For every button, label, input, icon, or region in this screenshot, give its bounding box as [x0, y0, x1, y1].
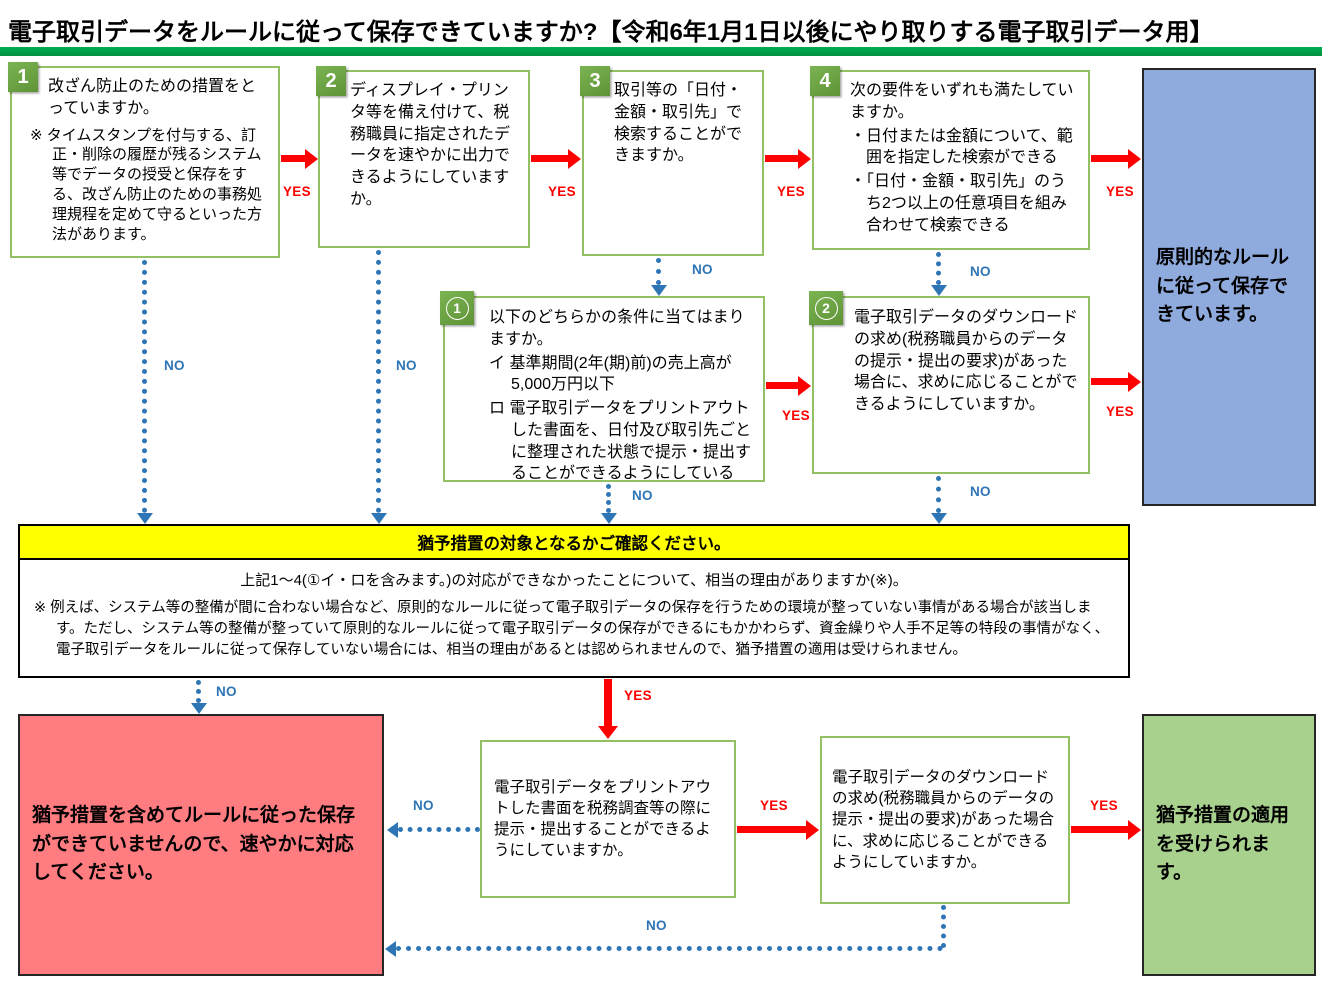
sub2-box: 電子取引データのダウンロードの求め(税務職員からのデータの提示・提出の要求)があ… — [812, 296, 1090, 474]
sub1-number: 1 — [445, 296, 469, 320]
step1-box: 改ざん防止のための措置をとっていますか。 ※ タイムスタンプを付与する、訂正・削… — [10, 66, 280, 258]
sub1-question: 以下のどちらかの条件に当てはまりますか。 — [489, 309, 745, 348]
grace-banner-text: 猶予措置の対象となるかご確認ください。 — [417, 535, 731, 553]
arrow-step3-to-step4 — [765, 155, 799, 162]
sub2-question: 電子取引データのダウンロードの求め(税務職員からのデータの提示・提出の要求)があ… — [854, 309, 1079, 413]
no-label-sub2: NO — [970, 484, 991, 499]
step4-bullet-2: ・「日付・金額・取引先」のうち2つ以上の任意項目を組み合わせて検索できる — [850, 173, 1067, 234]
no-label-step3: NO — [692, 262, 713, 277]
arrow-sub2-no-to-banner — [931, 476, 947, 524]
step2-number: 2 — [325, 69, 337, 92]
yes-label-reason: YES — [624, 688, 652, 703]
sub1-number-badge: 1 — [440, 291, 474, 325]
no-label-sub1: NO — [632, 488, 653, 503]
no-label-download: NO — [646, 918, 667, 933]
step4-number: 4 — [819, 69, 831, 92]
step1-question: 改ざん防止のための措置をとっていますか。 — [48, 78, 257, 117]
yes-label-print: YES — [760, 798, 788, 813]
yes-label-step4: YES — [1106, 184, 1134, 199]
page-title: 電子取引データをルールに従って保存できていますか?【令和6年1月1日以後にやり取… — [8, 19, 1214, 46]
arrow-print-yes-to-download — [737, 826, 807, 833]
step3-question: 取引等の「日付・金額・取引先」で検索することができますか。 — [614, 82, 743, 165]
arrow-step4-no-to-sub2 — [931, 252, 947, 296]
step1-note: ※ タイムスタンプを付与する、訂正・削除の履歴が残るシステム等でデータの授受と保… — [30, 126, 263, 244]
reason-note: ※ 例えば、システム等の整備が間に合わない場合など、原則的なルールに従って電子取… — [34, 600, 1110, 659]
no-label-reason: NO — [216, 684, 237, 699]
principle-result-text: 原則的なルールに従って保存できています。 — [1156, 247, 1290, 326]
yes-label-step3: YES — [777, 184, 805, 199]
grace-result-box: 猶予措置の適用を受けられます。 — [1142, 714, 1316, 976]
arrow-step1-no-to-banner — [137, 260, 153, 524]
arrow-step2-to-step3 — [531, 155, 569, 162]
print-check-box: 電子取引データをプリントアウトした書面を税務調査等の際に提示・提出することができ… — [480, 740, 736, 898]
arrow-sub1-to-sub2 — [766, 382, 799, 389]
grace-result-text: 猶予措置の適用を受けられます。 — [1156, 805, 1290, 884]
arrow-step3-no-to-sub1 — [651, 258, 667, 296]
step3-box: 取引等の「日付・金額・取引先」で検索することができますか。 — [582, 70, 764, 256]
step4-number-badge: 4 — [810, 66, 840, 96]
grace-banner: 猶予措置の対象となるかご確認ください。 — [18, 524, 1130, 560]
arrow-reason-no-to-fail — [191, 680, 207, 714]
step4-bullet-1: ・日付または金額について、範囲を指定した検索ができる — [850, 127, 1073, 167]
arrow-sub1-no-to-banner — [601, 484, 617, 524]
step1-number: 1 — [17, 65, 29, 88]
arrow-download-no-to-fail — [385, 941, 943, 957]
arrow-step1-to-step2 — [281, 155, 306, 162]
sub1-item-i: イ 基準期間(2年(期)前)の売上高が5,000万円以下 — [489, 354, 732, 394]
yes-label-step1: YES — [283, 184, 311, 199]
step2-question: ディスプレイ・プリンタ等を備え付けて、税務職員に指定されたデータを速やかに出力で… — [350, 82, 511, 208]
sub1-box: 以下のどちらかの条件に当てはまりますか。 イ 基準期間(2年(期)前)の売上高が… — [443, 296, 765, 482]
sub2-number-badge: 2 — [809, 291, 843, 325]
fail-result-box: 猶予措置を含めてルールに従った保存ができていませんので、速やかに対応してください… — [18, 714, 384, 976]
arrow-download-no-vertical — [941, 905, 946, 948]
no-label-step2: NO — [396, 358, 417, 373]
step1-number-badge: 1 — [8, 62, 38, 92]
fail-result-text: 猶予措置を含めてルールに従った保存ができていませんので、速やかに対応してください… — [32, 805, 356, 884]
no-label-print: NO — [413, 798, 434, 813]
step3-number: 3 — [589, 69, 601, 92]
step4-box: 次の要件をいずれも満たしていますか。 ・日付または金額について、範囲を指定した検… — [812, 70, 1090, 250]
sub1-item-ro: ロ 電子取引データをプリントアウトした書面を、日付及び取引先ごとに整理された状態… — [489, 400, 752, 483]
download-check-box: 電子取引データのダウンロードの求め(税務職員からのデータの提示・提出の要求)があ… — [820, 736, 1070, 904]
principle-result-box: 原則的なルールに従って保存できています。 — [1142, 68, 1316, 506]
arrow-sub2-to-principle — [1091, 378, 1129, 385]
step2-box: ディスプレイ・プリンタ等を備え付けて、税務職員に指定されたデータを速やかに出力で… — [318, 70, 530, 248]
arrow-step2-no-to-banner — [371, 250, 387, 524]
yes-label-sub2: YES — [1106, 404, 1134, 419]
no-label-step4: NO — [970, 264, 991, 279]
reason-question: 上記1〜4(①イ・ロを含みます。)の対応ができなかったことについて、相当の理由が… — [240, 572, 908, 589]
arrow-print-no-to-fail — [387, 822, 480, 838]
step2-number-badge: 2 — [316, 66, 346, 96]
step4-question: 次の要件をいずれも満たしていますか。 — [850, 82, 1074, 121]
step3-number-badge: 3 — [580, 66, 610, 96]
yes-label-step2: YES — [548, 184, 576, 199]
yes-label-download: YES — [1090, 798, 1118, 813]
reason-question-box: 上記1〜4(①イ・ロを含みます。)の対応ができなかったことについて、相当の理由が… — [18, 558, 1130, 678]
arrow-step4-to-principle — [1091, 155, 1129, 162]
download-check-question: 電子取引データのダウンロードの求め(税務職員からのデータの提示・提出の要求)があ… — [832, 769, 1055, 871]
arrow-download-yes-to-grace — [1071, 826, 1129, 833]
print-check-question: 電子取引データをプリントアウトした書面を税務調査等の際に提示・提出することができ… — [494, 778, 712, 860]
yes-label-sub1: YES — [782, 408, 810, 423]
no-label-step1: NO — [164, 358, 185, 373]
title-divider-bar — [0, 47, 1322, 56]
sub2-number: 2 — [814, 296, 838, 320]
arrow-reason-yes-to-print — [604, 679, 612, 727]
